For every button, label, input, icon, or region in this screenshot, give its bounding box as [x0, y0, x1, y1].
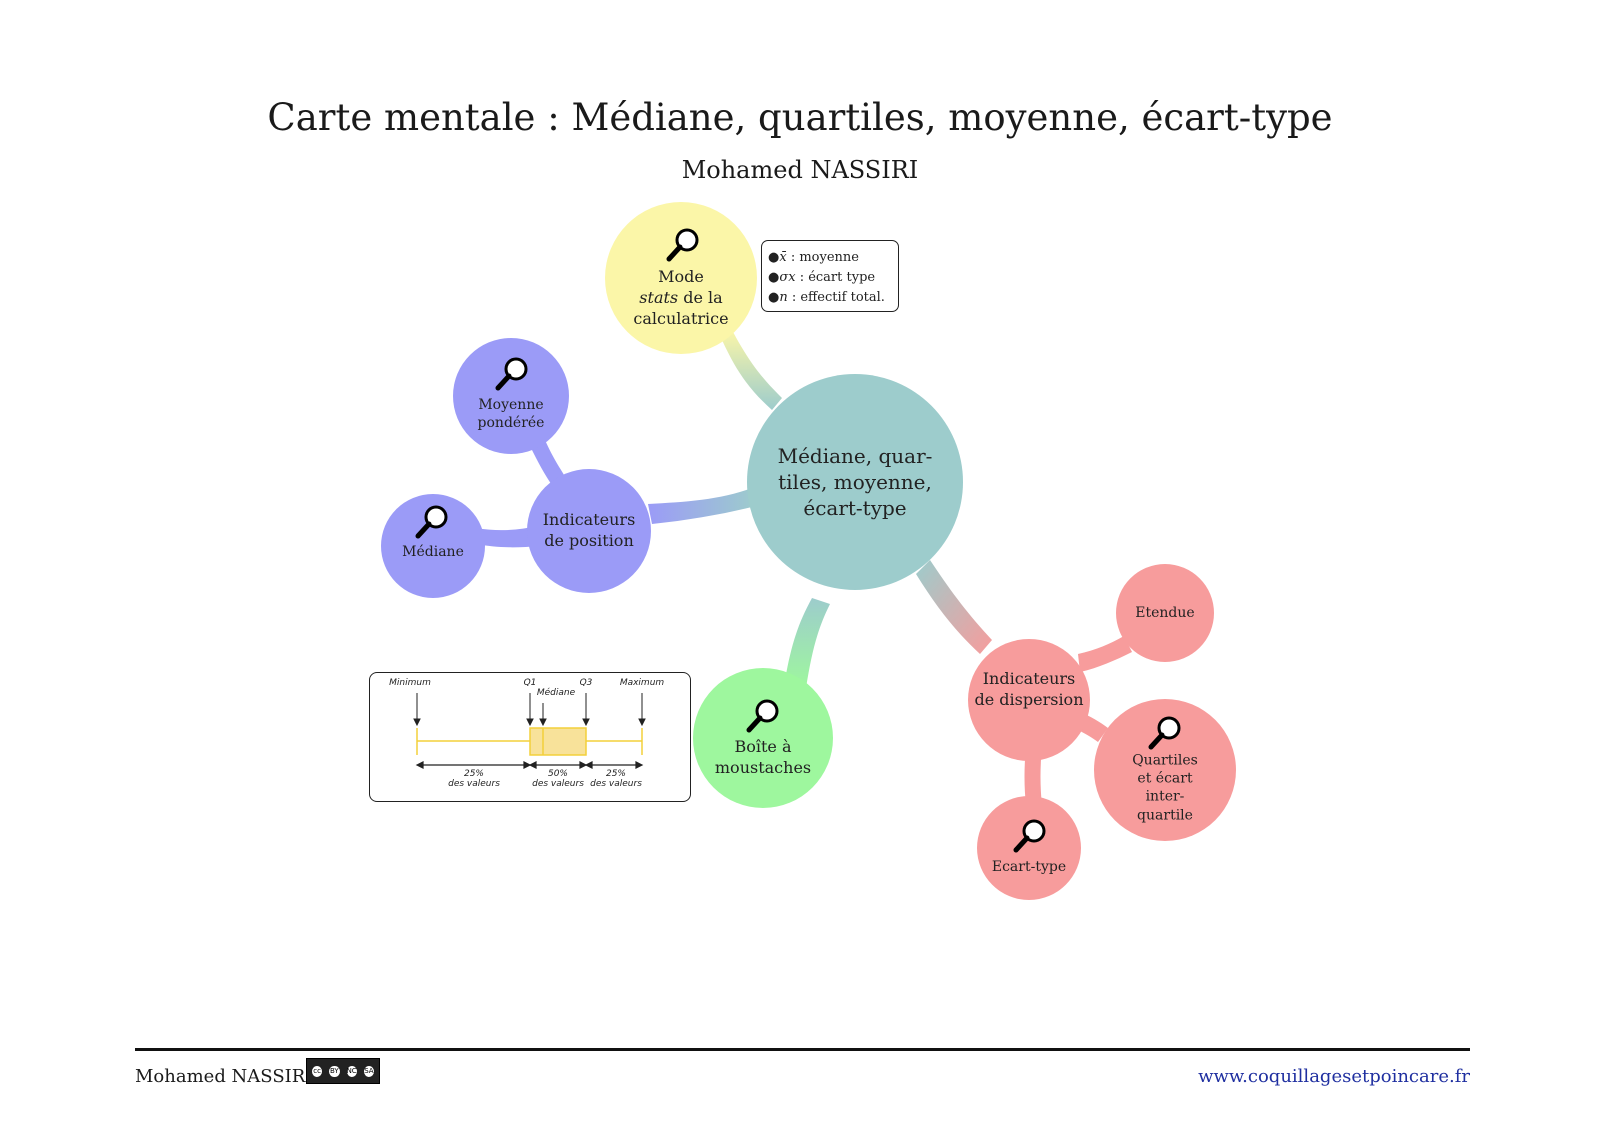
magnifier-icon [415, 505, 448, 539]
page-title: Carte mentale : Médiane, quartiles, moye… [267, 96, 1333, 139]
notation-item: ●n : effectif total. [768, 290, 885, 305]
footer-author: Mohamed NASSIRI [135, 1066, 313, 1087]
connector-etendue [1078, 636, 1132, 672]
connector-dispersion [916, 560, 992, 654]
mediane-bubble [381, 494, 485, 598]
magnifier-icon [1148, 716, 1181, 750]
boxplot-span-upper: 25%des valeurs [590, 769, 642, 789]
boxplot-diagram: Minimum Q1 Médiane Q3 Maximum 25%des val… [369, 672, 691, 802]
mediane-label: Médiane [402, 543, 464, 560]
connector-position [648, 488, 756, 524]
magnifier-icon [1013, 819, 1046, 853]
position-bubble [527, 469, 651, 593]
center-label: Médiane, quar-tiles, moyenne,écart-type [777, 444, 933, 520]
boxplot-label-minimum: Minimum [389, 678, 431, 688]
connector-calculator [722, 330, 782, 410]
footer-divider [135, 1048, 1470, 1051]
boxplot-label-q3: Q3 [579, 678, 593, 688]
ecart-type-bubble [977, 796, 1081, 900]
boxplot-drawing [413, 693, 646, 769]
cc-nc-label: NC [344, 1063, 359, 1079]
magnifier-icon [495, 357, 528, 391]
footer-website-link[interactable]: www.coquillagesetpoincare.fr [1198, 1066, 1470, 1087]
ecart-type-label: Ecart-type [991, 858, 1067, 875]
boxplot-bubble [693, 668, 833, 808]
etendue-bubble [1116, 564, 1214, 662]
notation-item: ●x̄ : moyenne [768, 250, 859, 265]
connector-ecart-type [1024, 746, 1042, 806]
calculator-bubble [605, 202, 757, 354]
boxplot-label-mediane: Médiane [536, 688, 576, 698]
boxplot-label-q1: Q1 [523, 678, 537, 688]
boxplot-label-maximum: Maximum [619, 678, 665, 688]
quartiles-bubble [1094, 699, 1236, 841]
connector-moyenne-ponderee [530, 440, 566, 488]
etendue-label: Etendue [1135, 604, 1195, 621]
notation-legend: ●x̄ : moyenne ●σx : écart type ●n : effe… [761, 240, 899, 312]
calculator-label: Mode stats de la calculatrice [633, 266, 729, 328]
dispersion-bubble [968, 639, 1090, 761]
boxplot-span-lower: 25%des valeurs [448, 769, 500, 789]
notation-item: ●σx : écart type [768, 270, 876, 285]
connector-boxplot [785, 598, 830, 688]
boxplot-span-middle: 50%des valeurs [532, 769, 584, 789]
cc-icon: cc [310, 1063, 325, 1079]
magnifier-icon [666, 228, 699, 262]
page-author: Mohamed NASSIRI [681, 156, 919, 184]
cc-sa-label: SA [361, 1063, 376, 1079]
cc-by-nc-sa-icon[interactable]: cc BY NC SA [306, 1058, 380, 1084]
moyenne-ponderee-bubble [453, 338, 569, 454]
connector-mediane [476, 526, 540, 548]
magnifier-icon [746, 699, 779, 733]
cc-by-label: BY [327, 1063, 342, 1079]
center-bubble [747, 374, 963, 590]
